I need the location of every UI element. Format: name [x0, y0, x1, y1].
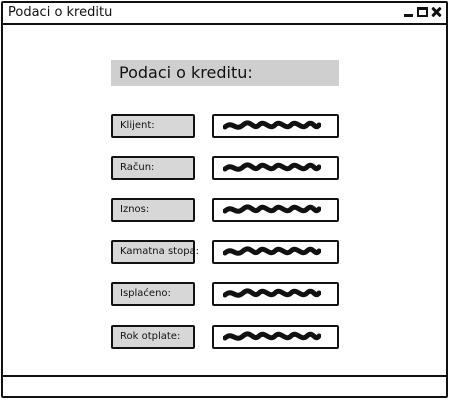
label-account: Račun:: [111, 156, 195, 180]
label-client: Klijent:: [111, 114, 195, 138]
field-label: Iznos:: [120, 204, 150, 215]
paid-out-field[interactable]: [212, 282, 339, 306]
form-title: Podaci o kreditu:: [119, 63, 253, 82]
maximize-icon[interactable]: [417, 7, 428, 17]
redacted-value-icon: [223, 204, 321, 214]
field-row-account: Račun:: [111, 156, 339, 180]
interest-rate-field[interactable]: [212, 240, 339, 264]
label-paid-out: Isplaćeno:: [111, 282, 195, 306]
redacted-value-icon: [223, 120, 321, 130]
status-bar: [1, 375, 448, 398]
field-row-paid-out: Isplaćeno:: [111, 282, 339, 306]
field-label: Kamatna stopa:: [120, 246, 200, 257]
minimize-icon[interactable]: [403, 6, 414, 18]
amount-field[interactable]: [212, 198, 339, 222]
close-icon[interactable]: [431, 6, 442, 18]
field-row-amount: Iznos:: [111, 198, 339, 222]
label-interest-rate: Kamatna stopa:: [111, 240, 199, 264]
redacted-value-icon: [223, 288, 321, 298]
redacted-value-icon: [223, 162, 321, 172]
repayment-term-field[interactable]: [212, 325, 339, 349]
account-field[interactable]: [212, 156, 339, 180]
field-label: Račun:: [120, 162, 155, 173]
field-row-client: Klijent:: [111, 114, 339, 138]
redacted-value-icon: [223, 331, 321, 341]
client-field[interactable]: [212, 114, 339, 138]
field-row-interest-rate: Kamatna stopa:: [111, 240, 339, 264]
field-label: Rok otplate:: [120, 331, 181, 342]
form-title-panel: Podaci o kreditu:: [111, 60, 339, 86]
redacted-value-icon: [223, 246, 321, 256]
window-content: Podaci o kreditu: Klijent: Račun:: [3, 26, 446, 372]
window-controls: [403, 6, 442, 18]
field-label: Isplaćeno:: [120, 288, 171, 299]
title-bar[interactable]: Podaci o kreditu: [1, 1, 448, 25]
window-title: Podaci o kreditu: [8, 5, 113, 20]
label-repayment-term: Rok otplate:: [111, 325, 195, 349]
field-label: Klijent:: [120, 120, 155, 131]
field-row-repayment-term: Rok otplate:: [111, 325, 339, 349]
label-amount: Iznos:: [111, 198, 195, 222]
